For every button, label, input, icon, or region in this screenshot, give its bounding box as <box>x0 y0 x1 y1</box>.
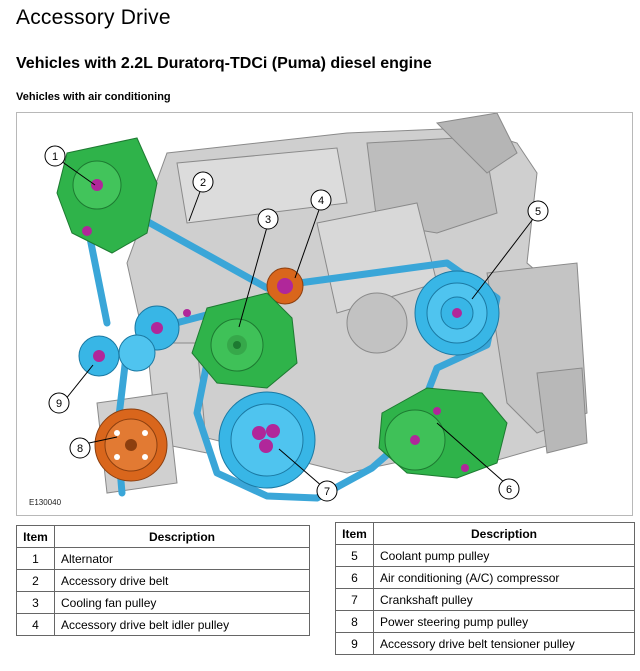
item-number: 8 <box>335 610 374 633</box>
description-header: Description <box>54 525 310 548</box>
callout-9: 9 <box>48 392 70 414</box>
svg-text:6: 6 <box>506 484 512 496</box>
engine-illustration: 1 2 3 4 5 6 7 <box>44 113 588 502</box>
table-row: 2 Accessory drive belt <box>16 569 310 592</box>
item-description: Accessory drive belt tensioner pulley <box>373 632 635 655</box>
callout-7: 7 <box>316 480 338 502</box>
callout-4: 4 <box>310 189 332 211</box>
item-number: 5 <box>335 544 374 567</box>
callout-8: 8 <box>69 437 91 459</box>
item-number: 4 <box>16 613 55 636</box>
accessory-drive-diagram: 1 2 3 4 5 6 7 <box>16 112 633 516</box>
svg-text:9: 9 <box>56 398 62 410</box>
item-description: Air conditioning (A/C) compressor <box>373 566 635 589</box>
callouts: 1 2 3 4 5 6 7 <box>44 145 549 502</box>
crankshaft-pulley <box>218 391 316 489</box>
svg-text:2: 2 <box>200 177 206 189</box>
item-description: Crankshaft pulley <box>373 588 635 611</box>
item-description: Coolant pump pulley <box>373 544 635 567</box>
item-number: 6 <box>335 566 374 589</box>
table-row: 5 Coolant pump pulley <box>335 544 635 567</box>
legend-table-right: Item Description 5 Coolant pump pulley 6… <box>335 522 635 655</box>
item-description: Power steering pump pulley <box>373 610 635 633</box>
item-description: Cooling fan pulley <box>54 591 310 614</box>
ac-compressor <box>378 387 508 479</box>
cooling-fan-pulley <box>191 292 298 389</box>
table-row: 8 Power steering pump pulley <box>335 610 635 633</box>
callout-5: 5 <box>527 200 549 222</box>
engine-subtitle: Vehicles with 2.2L Duratorq-TDCi (Puma) … <box>16 55 432 72</box>
item-number: 2 <box>16 569 55 592</box>
power-steering-pump-pulley <box>94 408 168 482</box>
item-description: Alternator <box>54 547 310 570</box>
item-description: Accessory drive belt idler pulley <box>54 613 310 636</box>
tensioner-pulley <box>78 305 191 377</box>
engine-block <box>96 113 588 494</box>
item-number: 3 <box>16 591 55 614</box>
callout-6: 6 <box>498 478 520 500</box>
legend-table-left: Item Description 1 Alternator 2 Accessor… <box>16 525 310 636</box>
alternator <box>56 137 158 254</box>
table-row: 3 Cooling fan pulley <box>16 591 310 614</box>
svg-text:4: 4 <box>318 195 324 207</box>
callout-1: 1 <box>44 145 66 167</box>
table-row: 7 Crankshaft pulley <box>335 588 635 611</box>
callout-2: 2 <box>192 171 214 193</box>
figure-id: E130040 <box>29 498 62 507</box>
callout-3: 3 <box>257 208 279 230</box>
svg-text:5: 5 <box>535 206 541 218</box>
section-label: Vehicles with air conditioning <box>16 91 171 103</box>
item-number: 1 <box>16 547 55 570</box>
item-header: Item <box>16 525 55 548</box>
table-row: 9 Accessory drive belt tensioner pulley <box>335 632 635 655</box>
callout-leaders <box>60 160 534 488</box>
coolant-pump-pulley <box>414 270 500 356</box>
table-row: 4 Accessory drive belt idler pulley <box>16 613 310 636</box>
description-header: Description <box>373 522 635 545</box>
svg-text:3: 3 <box>265 214 271 226</box>
table-header-row: Item Description <box>16 525 310 548</box>
item-number: 9 <box>335 632 374 655</box>
svg-text:8: 8 <box>77 443 83 455</box>
table-header-row: Item Description <box>335 522 635 545</box>
page-title: Accessory Drive <box>16 6 171 29</box>
idler-pulley <box>266 267 304 305</box>
item-description: Accessory drive belt <box>54 569 310 592</box>
item-number: 7 <box>335 588 374 611</box>
table-row: 1 Alternator <box>16 547 310 570</box>
item-header: Item <box>335 522 374 545</box>
svg-text:7: 7 <box>324 486 330 498</box>
svg-text:1: 1 <box>52 151 58 163</box>
table-row: 6 Air conditioning (A/C) compressor <box>335 566 635 589</box>
